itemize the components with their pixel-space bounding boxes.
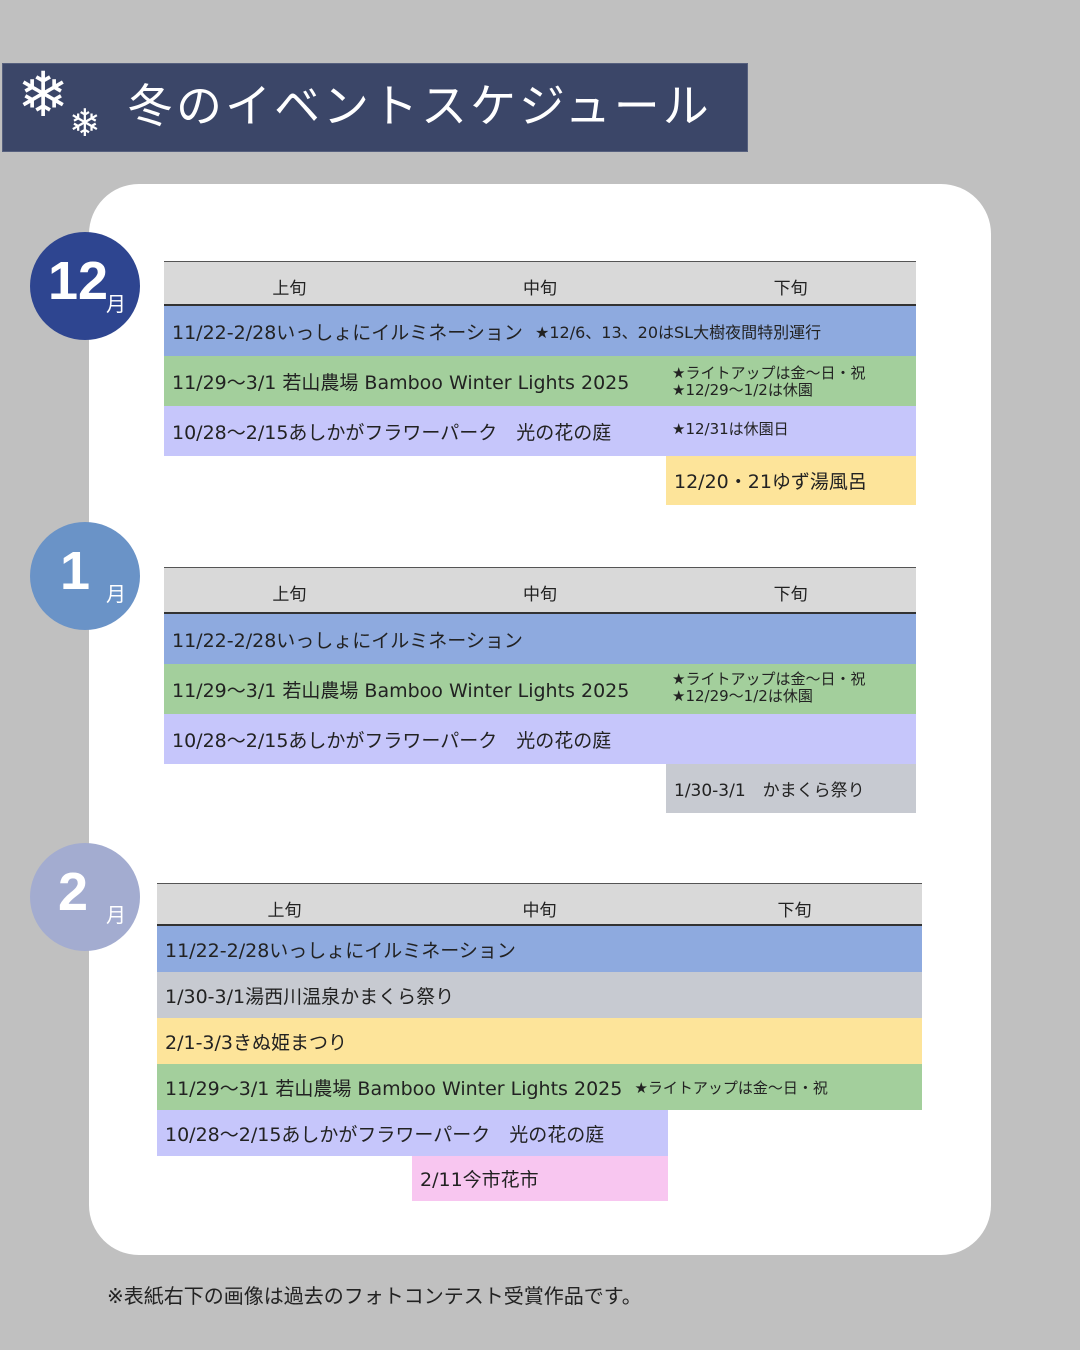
- event-text: 1/30-3/1湯西川温泉かまくら祭り: [165, 985, 455, 1008]
- event-note: ★ライトアップは金～日・祝★12/29～1/2は休園: [672, 365, 865, 399]
- title-banner: ❄ ❄ 冬のイベントスケジュール: [2, 63, 748, 152]
- event-text: 11/22-2/28いっしょにイルミネーション: [172, 321, 523, 344]
- header-early: 上旬: [272, 585, 307, 605]
- event-text: 2/11今市花市: [420, 1169, 539, 1191]
- event-bar: 10/28～2/15あしかがフラワーパーク 光の花の庭: [164, 714, 916, 764]
- header-mid: 中旬: [523, 585, 557, 605]
- event-bar: 10/28～2/15あしかがフラワーパーク 光の花の庭: [164, 406, 916, 456]
- footer-note: ※表紙右下の画像は過去のフォトコンテスト受賞作品です。: [107, 1284, 642, 1308]
- event-text: 11/29～3/1 若山農場 Bamboo Winter Lights 2025: [172, 371, 630, 394]
- event-note-line: ★12/29～1/2は休園: [672, 381, 813, 399]
- event-bar: 11/22-2/28いっしょにイルミネーション ★12/6、13、20はSL大樹…: [164, 306, 916, 356]
- header-early: 上旬: [272, 279, 307, 299]
- event-text: 11/22-2/28いっしょにイルミネーション: [172, 629, 523, 652]
- event-bar: 1/30-3/1 かまくら祭り: [666, 764, 916, 813]
- event-bar: 11/22-2/28いっしょにイルミネーション: [164, 614, 916, 664]
- event-note-line: ★12/29～1/2は休園: [672, 687, 813, 705]
- table-header: 上旬 中旬 下旬: [157, 883, 922, 926]
- month-unit: 月: [106, 292, 126, 316]
- event-bar: 10/28～2/15あしかがフラワーパーク 光の花の庭: [157, 1110, 668, 1156]
- month-badge-february: 2 月: [30, 843, 140, 951]
- header-early: 上旬: [267, 901, 302, 921]
- event-text: 2/1-3/3きぬ姫まつり: [165, 1031, 348, 1054]
- event-bar: 12/20・21ゆず湯風呂: [666, 456, 916, 505]
- snowflake-icon: ❄: [69, 101, 101, 145]
- event-bar: 11/29～3/1 若山農場 Bamboo Winter Lights 2025: [164, 356, 916, 406]
- event-note: ★ライトアップは金～日・祝★12/29～1/2は休園: [672, 671, 865, 705]
- snowflake-icon: ❄: [17, 58, 69, 131]
- event-text: 11/29～3/1 若山農場 Bamboo Winter Lights 2025: [165, 1077, 623, 1100]
- month-unit: 月: [106, 903, 126, 927]
- event-text: 1/30-3/1 かまくら祭り: [674, 781, 865, 801]
- month-badge-december: 12 月: [30, 232, 140, 340]
- event-text: 12/20・21ゆず湯風呂: [674, 471, 867, 493]
- month-number: 12: [48, 251, 109, 311]
- event-bar: 11/29～3/1 若山農場 Bamboo Winter Lights 2025: [164, 664, 916, 714]
- event-note: ★ライトアップは金～日・祝: [634, 1078, 828, 1097]
- event-bar: 11/22-2/28いっしょにイルミネーション: [157, 926, 922, 972]
- table-header: 上旬 中旬 下旬: [164, 567, 916, 614]
- header-mid: 中旬: [523, 279, 557, 299]
- event-text: 11/22-2/28いっしょにイルミネーション: [165, 939, 516, 962]
- event-note: ★12/31は休園日: [672, 420, 789, 438]
- month-badge-january: 1 月: [30, 522, 140, 630]
- event-text: 10/28～2/15あしかがフラワーパーク 光の花の庭: [165, 1123, 605, 1146]
- event-bar: 1/30-3/1湯西川温泉かまくら祭り: [157, 972, 922, 1018]
- event-text: 10/28～2/15あしかがフラワーパーク 光の花の庭: [172, 421, 612, 444]
- month-number: 1: [60, 541, 91, 601]
- event-text: 10/28～2/15あしかがフラワーパーク 光の花の庭: [172, 729, 612, 752]
- month-number: 2: [58, 862, 89, 922]
- event-text: 11/29～3/1 若山農場 Bamboo Winter Lights 2025: [172, 679, 630, 702]
- header-late: 下旬: [773, 585, 808, 605]
- event-bar: 11/29～3/1 若山農場 Bamboo Winter Lights 2025…: [157, 1064, 922, 1110]
- event-note-line: ★ライトアップは金～日・祝: [672, 670, 866, 688]
- page-title: 冬のイベントスケジュール: [127, 79, 712, 133]
- header-late: 下旬: [773, 279, 808, 299]
- event-bar: 2/11今市花市: [412, 1156, 668, 1201]
- header-late: 下旬: [777, 901, 812, 921]
- table-header: 上旬 中旬 下旬: [164, 261, 916, 306]
- month-unit: 月: [106, 582, 126, 606]
- event-note-line: ★ライトアップは金～日・祝: [672, 364, 866, 382]
- event-bar: 2/1-3/3きぬ姫まつり: [157, 1018, 922, 1064]
- header-mid: 中旬: [522, 901, 557, 921]
- event-note: ★12/6、13、20はSL大樹夜間特別運行: [535, 323, 822, 342]
